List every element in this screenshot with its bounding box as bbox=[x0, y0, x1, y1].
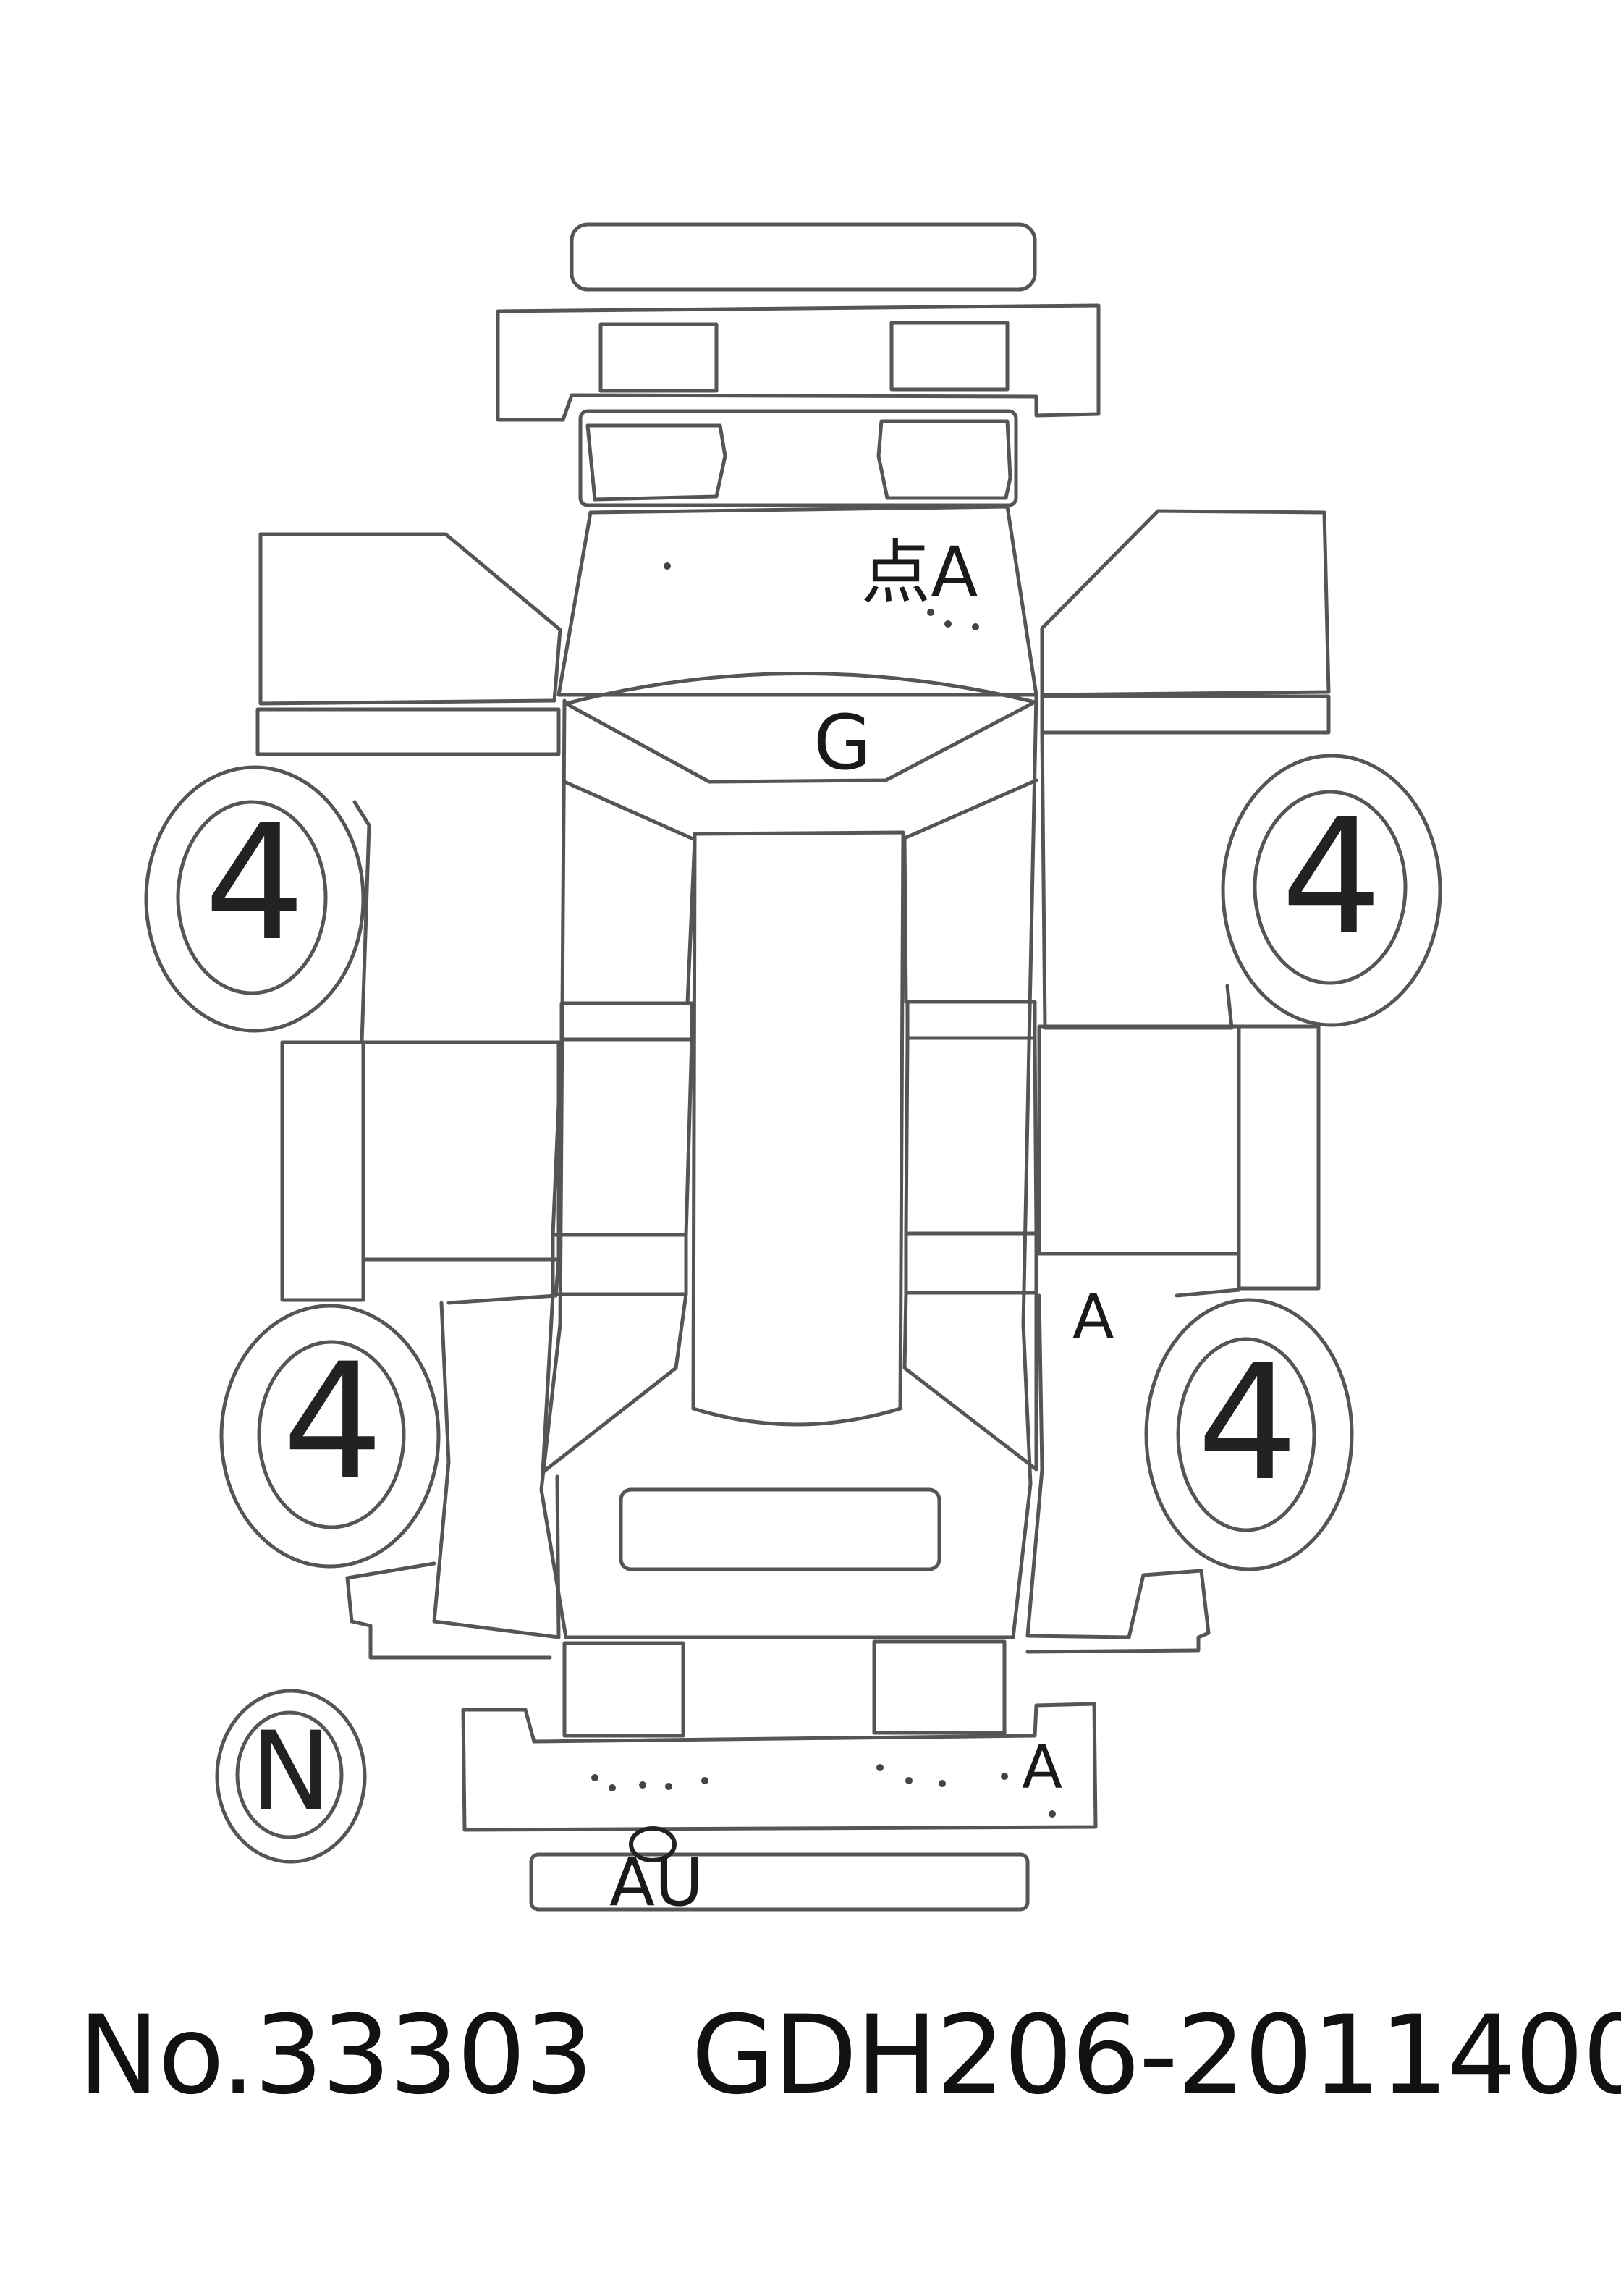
tire-front-left-grade: 4 bbox=[204, 790, 305, 976]
grille-panel-outline bbox=[578, 409, 1018, 507]
tire-front-right-inner bbox=[1253, 790, 1408, 985]
right-headlight-outline bbox=[876, 419, 1012, 500]
tire-rear-left-inner bbox=[257, 1340, 406, 1529]
right-b-pillar bbox=[904, 1231, 1038, 1295]
left-front-fender-outline bbox=[258, 532, 562, 706]
left-headlight-outline bbox=[585, 423, 727, 502]
windshield-annotation: G bbox=[813, 698, 872, 787]
lot-number: No.33303 bbox=[78, 1993, 593, 2119]
tire-front-left-outer bbox=[144, 765, 365, 1033]
right-tail-lamp-outline bbox=[872, 1639, 1007, 1735]
left-door-split bbox=[361, 1257, 561, 1305]
right-rear-quarter-outline bbox=[1025, 1293, 1146, 1639]
damage-dots bbox=[591, 562, 1056, 1818]
right-front-fender-outline bbox=[1040, 509, 1331, 697]
sheet-footer: No.33303 GDH206-2011400 bbox=[0, 1983, 1621, 2128]
scratch-circle-mark bbox=[629, 1826, 677, 1862]
rear-bumper-outline bbox=[461, 1702, 1098, 1832]
roof-outline bbox=[691, 830, 905, 1427]
left-front-sill bbox=[280, 1040, 365, 1302]
front-spoiler-outline bbox=[570, 222, 1037, 292]
right-front-door-window bbox=[904, 1036, 1038, 1236]
left-tail-lamp-outline bbox=[562, 1641, 685, 1738]
rear-bumper-right-annotation: A bbox=[1022, 1734, 1062, 1802]
front-bumper-left-lamp bbox=[598, 322, 719, 393]
spare-tire-inner bbox=[235, 1710, 344, 1839]
tire-front-left-inner bbox=[176, 800, 328, 995]
tire-rear-right-grade: 4 bbox=[1197, 1330, 1298, 1516]
car-outline bbox=[255, 222, 1331, 1912]
tire-rear-left-grade: 4 bbox=[282, 1329, 384, 1514]
left-rear-door-window bbox=[541, 1292, 688, 1474]
spare-tire-grade: N bbox=[250, 1709, 331, 1835]
spare-tire-outer bbox=[215, 1689, 367, 1864]
right-b-pillar-top bbox=[905, 1000, 1037, 1040]
right-rear-quarter-annotation: A bbox=[1072, 1281, 1114, 1352]
tire-rear-right-inner bbox=[1176, 1337, 1316, 1532]
left-b-pillar-top bbox=[559, 1001, 694, 1042]
chassis-number: GDH206-2011400 bbox=[691, 1993, 1621, 2119]
cabin-body-outline bbox=[539, 693, 1038, 1639]
hood-annotation: 点A bbox=[861, 532, 978, 613]
left-front-door-window bbox=[551, 1037, 694, 1237]
tire-front-right-outer bbox=[1221, 754, 1442, 1027]
windshield-outline bbox=[564, 672, 1037, 784]
right-front-fender-lower bbox=[1040, 694, 1331, 735]
right-front-wheel-arch bbox=[1040, 730, 1234, 1030]
right-front-sill bbox=[1237, 1024, 1321, 1291]
tire-rear-left-outer bbox=[219, 1304, 441, 1569]
right-door-split bbox=[1037, 1252, 1241, 1298]
front-bumper-outline bbox=[496, 303, 1101, 422]
right-front-door-outline bbox=[1037, 1024, 1241, 1256]
rear-step-outline bbox=[529, 1852, 1030, 1912]
front-bumper-right-lamp bbox=[889, 321, 1010, 392]
tire-circles bbox=[144, 754, 1442, 1864]
left-front-door-outline bbox=[361, 1040, 561, 1262]
rear-bumper-center-annotation: AU bbox=[609, 1844, 703, 1921]
tire-front-right-grade: 4 bbox=[1281, 785, 1382, 970]
left-front-wheel-arch bbox=[352, 800, 561, 1044]
right-rear-quarter-lower bbox=[1025, 1569, 1211, 1654]
left-rear-quarter-lower bbox=[345, 1561, 552, 1660]
left-b-pillar bbox=[551, 1233, 688, 1296]
right-a-pillar-outline bbox=[902, 778, 1038, 1004]
left-front-fender-lower bbox=[255, 707, 561, 756]
tire-rear-right-outer bbox=[1144, 1298, 1354, 1571]
right-rear-door-window bbox=[902, 1291, 1038, 1472]
rear-window-outline bbox=[619, 1487, 941, 1571]
left-rear-quarter-outline bbox=[432, 1301, 561, 1639]
left-a-pillar-outline bbox=[561, 780, 697, 1005]
